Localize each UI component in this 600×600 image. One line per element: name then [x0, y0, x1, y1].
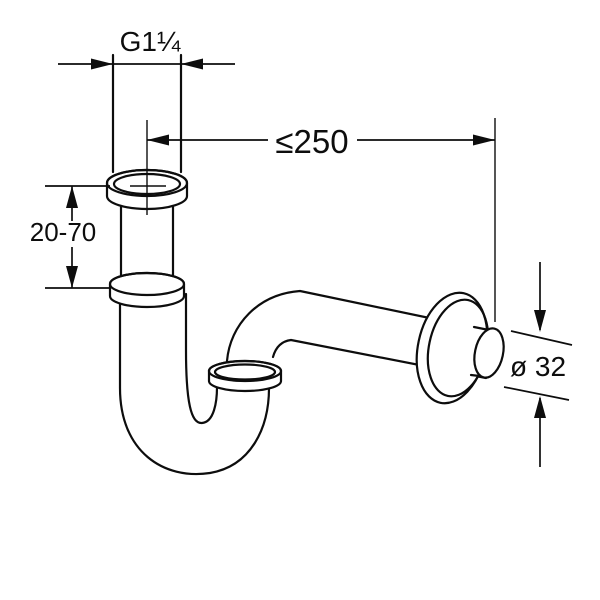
outlet-elbow-pipe [225, 289, 489, 380]
arrowhead-down-icon [534, 310, 546, 332]
oblique-extension-tick [503, 386, 570, 401]
dimension-height-adjustment: 20-70 [30, 185, 110, 289]
pipe-outlet-end [473, 327, 505, 379]
u-bend-trap-body [118, 292, 271, 476]
pipe-centerline [130, 120, 166, 215]
oblique-extension-tick [510, 330, 573, 346]
arrowhead-left-icon [147, 134, 169, 146]
arrowhead-up-icon [66, 186, 78, 208]
arrowhead-left-icon [181, 58, 203, 70]
dimension-thread-size: G1¼ [58, 26, 235, 70]
height-adjustment-label: 20-70 [30, 217, 97, 247]
inlet-tailpiece-pipe [111, 53, 183, 174]
riser-slip-nut [207, 359, 283, 393]
arrowhead-down-icon [66, 266, 78, 288]
arrowhead-right-icon [473, 134, 495, 146]
dimension-max-wall-distance: ≤250 [147, 118, 496, 322]
outlet-diameter-label: ø 32 [510, 351, 566, 382]
arrowhead-up-icon [534, 396, 546, 418]
lower-slip-nut [108, 271, 186, 309]
max-wall-distance-label: ≤250 [275, 123, 348, 160]
dimension-outlet-diameter: ø 32 [503, 262, 573, 467]
thread-size-label: G1¼ [120, 26, 181, 57]
arrowhead-right-icon [91, 58, 113, 70]
